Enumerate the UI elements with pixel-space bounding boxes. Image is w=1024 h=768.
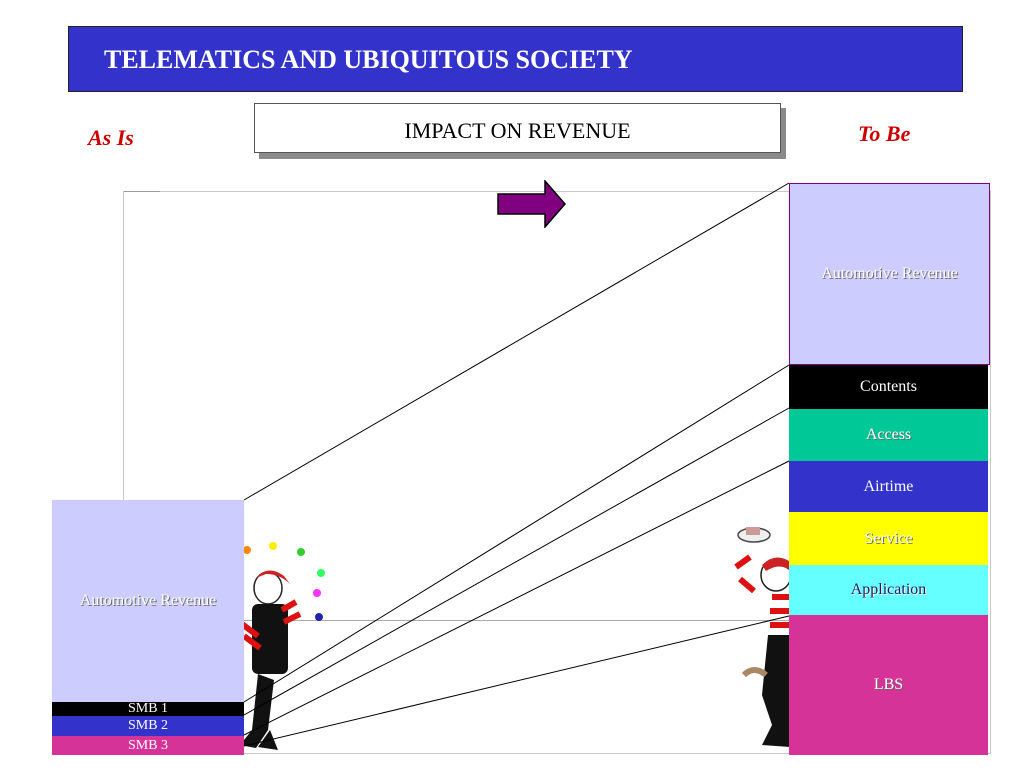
- right-segment-label: Access: [865, 426, 912, 443]
- right-segment-lbs: LBS: [789, 615, 988, 755]
- left-segment-automotive: Automotive Revenue: [52, 500, 244, 702]
- hat-mime-illustration: [734, 527, 792, 747]
- as-is-revenue-stack: Automotive Revenue SMB 1 SMB 2 SMB 3: [52, 500, 244, 755]
- connector-line-lbs: [243, 615, 790, 747]
- subtitle-text: IMPACT ON REVENUE: [404, 118, 631, 143]
- right-segment-airtime: Airtime: [789, 461, 988, 512]
- to-be-revenue-stack: Automotive Revenue Contents Access Airti…: [789, 183, 990, 755]
- to-be-heading: To Be: [858, 121, 911, 146]
- connector-line-contents: [243, 364, 790, 703]
- right-segment-label: Airtime: [863, 477, 914, 495]
- right-segment-automotive: Automotive Revenue: [789, 183, 990, 365]
- subtitle-box: [254, 103, 781, 153]
- connector-line-automotive: [243, 182, 790, 501]
- arrow-right-icon: [497, 180, 566, 228]
- left-segment-smb3: SMB 3: [52, 736, 244, 755]
- connector-line-airtime: [243, 460, 790, 736]
- right-segment-access: Access: [789, 409, 988, 461]
- right-segment-application: Application: [789, 565, 988, 615]
- right-segment-label: LBS: [873, 676, 904, 693]
- left-segment-smb1: SMB 1: [52, 701, 244, 716]
- title-bar: [68, 26, 963, 92]
- right-segment-label: Service: [864, 529, 913, 547]
- as-is-heading: As Is: [88, 125, 134, 150]
- frame-corner-mark: [124, 191, 160, 195]
- left-segment-label: SMB 1: [127, 701, 169, 716]
- right-segment-contents: Contents: [789, 365, 988, 409]
- connector-line-access: [243, 407, 790, 716]
- right-segment-service: Service: [789, 512, 988, 565]
- right-segment-label: Application: [850, 581, 927, 598]
- right-segment-label: Automotive Revenue: [821, 265, 958, 282]
- diagram-frame: [123, 191, 991, 754]
- slide-title: TELEMATICS AND UBIQUITOUS SOCIETY: [104, 45, 633, 74]
- baseline-line: [244, 620, 790, 621]
- left-segment-label: Automotive Revenue: [79, 592, 217, 609]
- left-segment-label: SMB 2: [127, 718, 169, 733]
- left-segment-label: SMB 3: [127, 737, 169, 753]
- juggler-mime-illustration: [240, 542, 325, 750]
- right-segment-label: Contents: [860, 378, 917, 395]
- left-segment-smb2: SMB 2: [52, 716, 244, 736]
